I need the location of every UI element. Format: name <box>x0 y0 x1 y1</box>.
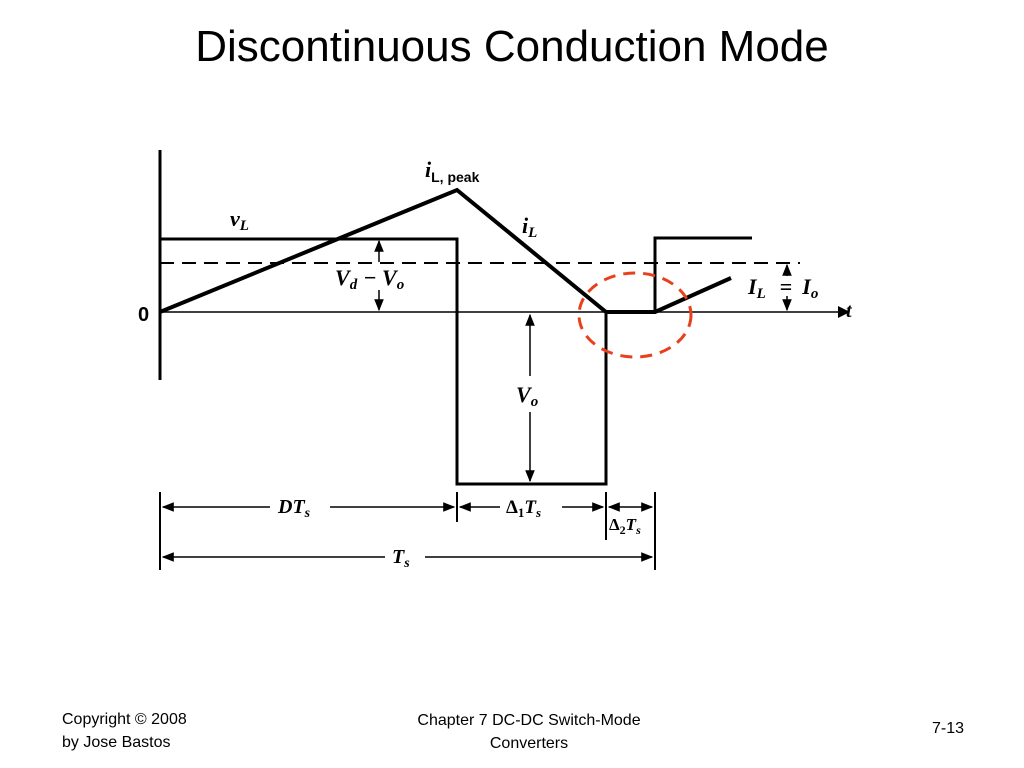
delta2-ts-label: Δ2Ts <box>609 515 641 537</box>
origin-label: 0 <box>138 304 149 326</box>
il-equals-io-label: IL=Io <box>747 274 818 302</box>
vL-waveform <box>160 236 752 486</box>
copyright-line-2: by Jose Bastos <box>62 734 171 751</box>
vo-label: Vo <box>516 382 538 410</box>
footer-chapter: Chapter 7 DC-DC Switch-Mode Converters <box>384 709 674 755</box>
iL-waveform <box>159 187 732 314</box>
copyright-line-1: Copyright © 2008 <box>62 711 187 728</box>
dts-label: DTs <box>277 496 311 521</box>
ts-label: Ts <box>392 546 410 571</box>
t-axis-label: t <box>846 300 853 322</box>
chapter-line-1: Chapter 7 DC-DC Switch-Mode <box>417 712 641 729</box>
slide-title: Discontinuous Conduction Mode <box>195 22 829 71</box>
chapter-line-2: Converters <box>489 735 569 752</box>
time-axis-arrowhead <box>838 306 850 318</box>
delta1-ts-label: Δ1Ts <box>506 497 541 520</box>
iL-peak-label: iL, peak <box>425 157 480 185</box>
dcm-highlight-ellipse <box>577 271 693 359</box>
vL-label: vL <box>230 206 249 234</box>
footer-copyright: Copyright © 2008 by Jose Bastos <box>62 708 187 754</box>
iL-label: iL <box>522 213 537 241</box>
page-number: 7-13 <box>932 720 965 737</box>
vd-minus-vo-label: Vd− Vo <box>335 265 404 293</box>
